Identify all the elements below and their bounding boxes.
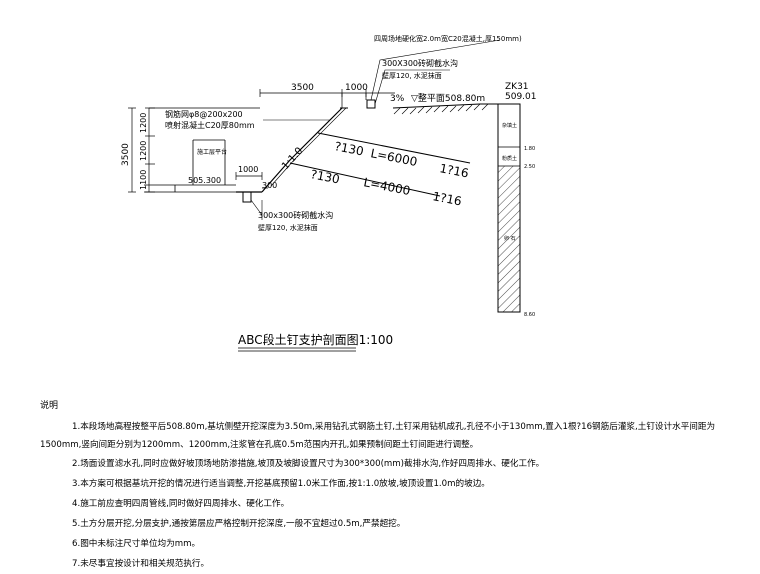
section-drawing: 1:1.0 (121, 34, 537, 352)
note-item: 4.施工前应查明四周管线,同时做好四周排水、硬化工作。 (72, 499, 290, 509)
note-item: 1.本段场地高程按整平后508.80m,基坑侧壁开挖深度为3.50m,采用钻孔式… (40, 422, 716, 450)
nail1-diameter: ?130 (333, 139, 364, 158)
ditch-top-sub: 壁厚120, 水泥抹面 (382, 71, 442, 80)
ground-surface (340, 103, 498, 109)
dim-3500-vertical: 3500 (121, 143, 131, 166)
dim-505: 505.300 (188, 176, 221, 185)
top-ditch (366, 99, 376, 109)
ditch-bottom-sub: 壁厚120, 水泥抹面 (258, 223, 318, 232)
note-item: 6.图中未标注尺寸单位均为mm。 (72, 539, 201, 549)
dim-300: 300 (262, 181, 277, 190)
vertical-dimensions (128, 107, 260, 193)
notes-title: 说明 (40, 401, 59, 411)
bottom-ditch-leader (250, 199, 263, 216)
depth2-label: 2.50 (524, 164, 535, 170)
layer1-label: 杂填土 (502, 122, 517, 129)
section-title-underline (238, 347, 356, 352)
dim-3500-horizontal: 3500 (291, 83, 314, 93)
borehole-id: ZK31 (505, 82, 529, 92)
ditch-bottom-label: 300x300砖砌截水沟 (258, 210, 333, 220)
nail2-bar: 1?16 (431, 189, 462, 208)
top-note: 四周场地硬化宽2.0m宽C20混凝土,厚150mm) (374, 34, 522, 43)
leader-lines (261, 39, 501, 220)
shotcrete-label: 喷射混凝土C20厚80mm (165, 120, 255, 130)
dim-1200-a: 1200 (139, 113, 148, 133)
nail1-length: L=6000 (369, 146, 418, 169)
mesh-label: 钢筋网φ8@200x200 (165, 109, 243, 119)
depth1-label: 1.80 (524, 146, 535, 152)
platform (144, 139, 236, 193)
dim-1100: 1100 (139, 170, 148, 190)
borehole-column (497, 103, 521, 313)
ground-hatch (393, 103, 489, 115)
layer3-label: 卵 石 (504, 235, 516, 242)
ditch-top-label: 300X300砖砌截水沟 (382, 58, 458, 68)
layer2-label: 粉质土 (502, 155, 517, 162)
section-title: ABC段土钉支护剖面图1:100 (238, 332, 393, 347)
top-dimension (259, 89, 395, 108)
dim-1000-mid: 1000 (238, 165, 258, 174)
dim-1000-top: 1000 (345, 83, 368, 93)
note-item: 5.土方分层开挖,分层支护,通按第层应严格控制开挖深度,一般不宜超过0.5m,严… (72, 519, 406, 529)
note-item: 7.未尽事宜按设计和相关规范执行。 (72, 559, 210, 569)
nail1-bar: 1?16 (438, 161, 469, 180)
depth3-label: 8.60 (524, 312, 535, 318)
bottom-ditch (242, 191, 252, 203)
soil-nails (289, 132, 471, 197)
borehole-elevation: 509.01 (505, 92, 537, 102)
nail2-diameter: ?130 (309, 167, 340, 186)
mid-dimension (235, 172, 268, 189)
elevation-label: ▽整平面508.80m (411, 92, 485, 104)
shotcrete-face (270, 107, 347, 187)
slope-ratio: 1:1.0 (280, 146, 305, 172)
dim-1200-b: 1200 (139, 141, 148, 161)
note-item: 2.场面设置滤水孔,同时应做好坡顶场地防渗措施,坡顶及坡脚设置尺寸为300*30… (72, 459, 545, 469)
slope-percent: 3% (390, 94, 405, 104)
nail2-length: L=4000 (362, 175, 411, 198)
platform-label: 施工层平台 (197, 148, 227, 156)
notes-section: 说明 1.本段场地高程按整平后508.80m,基坑侧壁开挖深度为3.50m,采用… (40, 396, 740, 574)
note-item: 3.本方案可根据基坑开挖的情况进行适当调整,开挖基底预留1.0米工作面,按1:1… (72, 479, 490, 489)
